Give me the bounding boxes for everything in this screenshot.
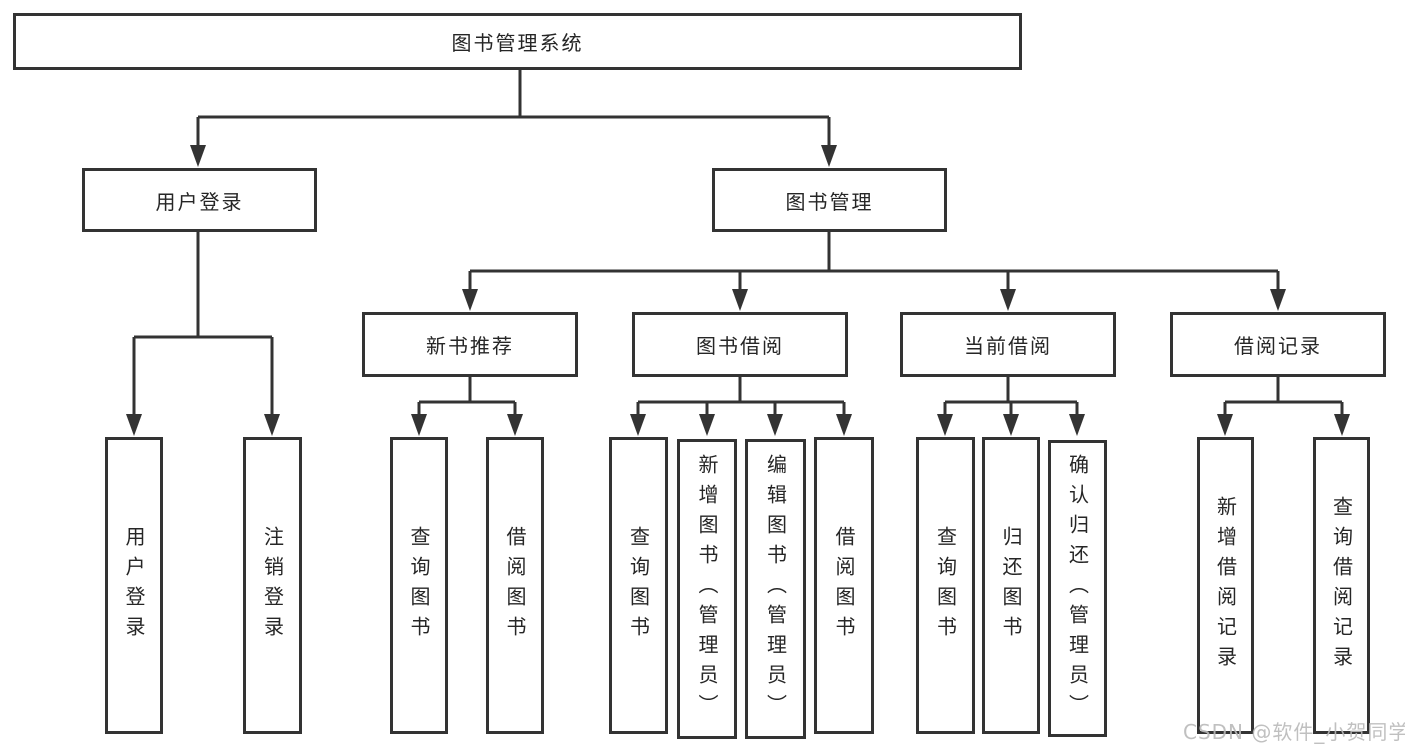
node-root: 图书管理系统 — [13, 13, 1022, 70]
leaf-borrow-book-1-label: 借阅图书 — [503, 525, 527, 646]
leaf-borrow-book-2-label: 借阅图书 — [832, 525, 856, 646]
leaf-add-borrow-record-label: 新增借阅记录 — [1213, 495, 1238, 676]
leaf-borrow-book-2: 借阅图书 — [814, 437, 874, 734]
csdn-watermark: CSDN @软件_小贺同学 — [1183, 720, 1405, 744]
leaf-query-borrow-record: 查询借阅记录 — [1313, 437, 1370, 734]
node-new-book-recommend: 新书推荐 — [362, 312, 578, 377]
node-borrow-record-label: 借阅记录 — [1234, 334, 1322, 358]
leaf-user-login-label: 用户登录 — [122, 525, 146, 646]
node-new-book-recommend-label: 新书推荐 — [426, 334, 514, 358]
leaf-query-book-1-label: 查询图书 — [407, 525, 431, 646]
leaf-return-book: 归还图书 — [982, 437, 1040, 734]
node-borrow-record: 借阅记录 — [1170, 312, 1386, 377]
leaf-logout-label: 注销登录 — [260, 525, 285, 646]
node-current-borrow-label: 当前借阅 — [964, 334, 1052, 358]
node-user-login-label: 用户登录 — [155, 189, 244, 214]
leaf-borrow-book-1: 借阅图书 — [486, 437, 544, 734]
leaf-confirm-return-admin: 确认归还（管理员） — [1048, 440, 1107, 737]
node-book-management-label: 图书管理 — [785, 189, 874, 214]
leaf-edit-book-admin: 编辑图书（管理员） — [745, 439, 806, 739]
leaf-confirm-return-admin-label: 确认归还（管理员） — [1065, 453, 1090, 724]
leaf-query-book-1: 查询图书 — [390, 437, 448, 734]
node-root-label: 图书管理系统 — [451, 31, 584, 55]
node-current-borrow: 当前借阅 — [900, 312, 1116, 377]
leaf-query-book-3: 查询图书 — [916, 437, 975, 734]
leaf-add-book-admin: 新增图书（管理员） — [677, 439, 737, 739]
leaf-return-book-label: 归还图书 — [999, 525, 1023, 646]
leaf-add-book-admin-label: 新增图书（管理员） — [695, 454, 719, 724]
leaf-query-book-3-label: 查询图书 — [933, 525, 958, 646]
leaf-query-borrow-record-label: 查询借阅记录 — [1329, 495, 1354, 676]
node-user-login: 用户登录 — [82, 168, 317, 232]
leaf-edit-book-admin-label: 编辑图书（管理员） — [763, 454, 788, 724]
leaf-user-login: 用户登录 — [105, 437, 163, 734]
node-book-borrow: 图书借阅 — [632, 312, 848, 377]
leaf-query-book-2-label: 查询图书 — [626, 525, 651, 646]
leaf-add-borrow-record: 新增借阅记录 — [1197, 437, 1254, 734]
leaf-logout: 注销登录 — [243, 437, 302, 734]
node-book-management: 图书管理 — [712, 168, 947, 232]
leaf-query-book-2: 查询图书 — [609, 437, 668, 734]
node-book-borrow-label: 图书借阅 — [696, 334, 784, 358]
